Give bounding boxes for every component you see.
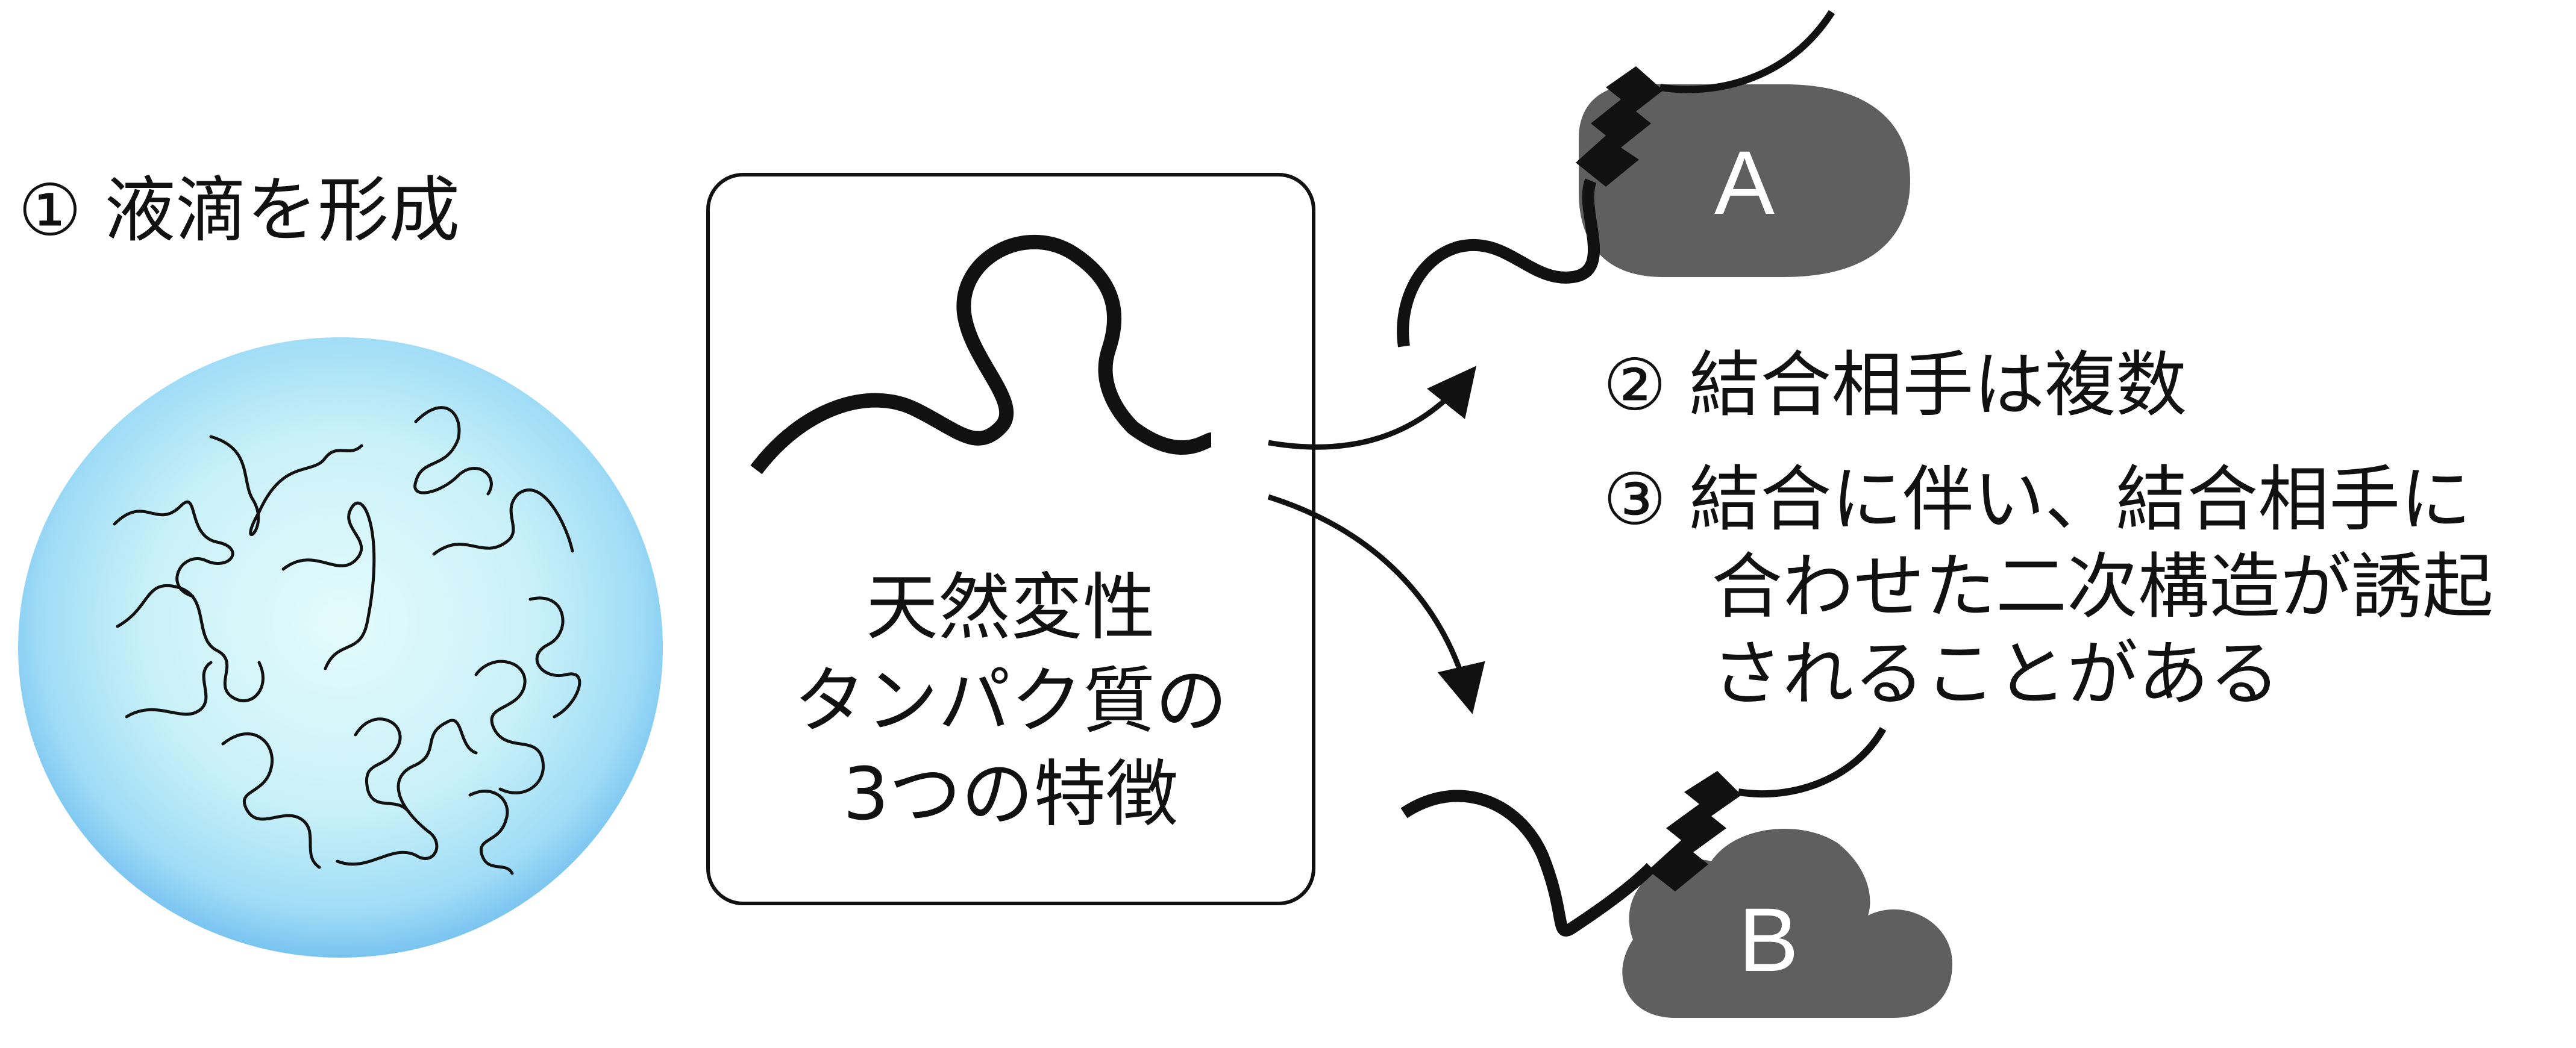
features-box-border [706,173,1315,905]
partner-b-helix [1648,771,1741,891]
partner-a-shape [1579,84,1910,277]
induced-structure-label-line-1: ③ 結合に伴い、結合相手に [1603,458,2471,541]
droplet-chain-13 [468,790,514,875]
droplet-chains [113,406,581,875]
disordered-chain [750,235,1213,475]
droplet-chain-2 [113,500,234,598]
droplet-chain-12 [528,596,581,719]
partner-a-disordered-tail [1397,178,1600,348]
droplet-circle [18,337,663,958]
arrow-to-partner-b [1267,494,1485,714]
droplet-chain-11 [474,660,545,794]
induced-structure-label-line-2: 合わせた二次構造が誘起 [1711,545,2493,628]
multiple-partners-label: ② 結合相手は複数 [1603,343,2187,426]
partner-b-disordered-tail [1400,790,1656,937]
features-line-3: 3つの特徴 [843,753,1178,837]
droplet-chain-5 [281,501,376,670]
liquid-droplet [18,337,663,958]
partner-b-tail [1738,727,1887,797]
binding-partner-b: B [1400,727,1952,1018]
liquid-droplet-label: ① 液滴を形成 [18,169,460,252]
features-line-2: タンパク質の [794,660,1227,743]
arrow-to-partner-a [1268,366,1477,450]
partner-a-helix [1576,66,1663,187]
partner-a-tail [1659,10,1835,93]
droplet-chain-6 [413,406,493,496]
partner-b-shape [1622,829,1952,1018]
idp-features-box: 天然変性 タンパク質の 3つの特徴 [706,173,1315,905]
droplet-chain-7 [432,488,574,556]
droplet-chain-10 [354,717,412,815]
droplet-chain-8 [221,732,321,869]
features-line-1: 天然変性 [866,566,1155,650]
droplet-chain-1 [209,435,363,537]
droplet-chain-4 [125,661,213,719]
binding-partner-a: A [1397,10,1910,348]
droplet-chain-9 [336,719,478,866]
droplet-chain-3 [116,584,265,703]
induced-structure-label-line-3: されることがある [1711,632,2280,716]
partner-a-label: A [1714,132,1775,233]
partner-b-label: B [1738,889,1799,990]
